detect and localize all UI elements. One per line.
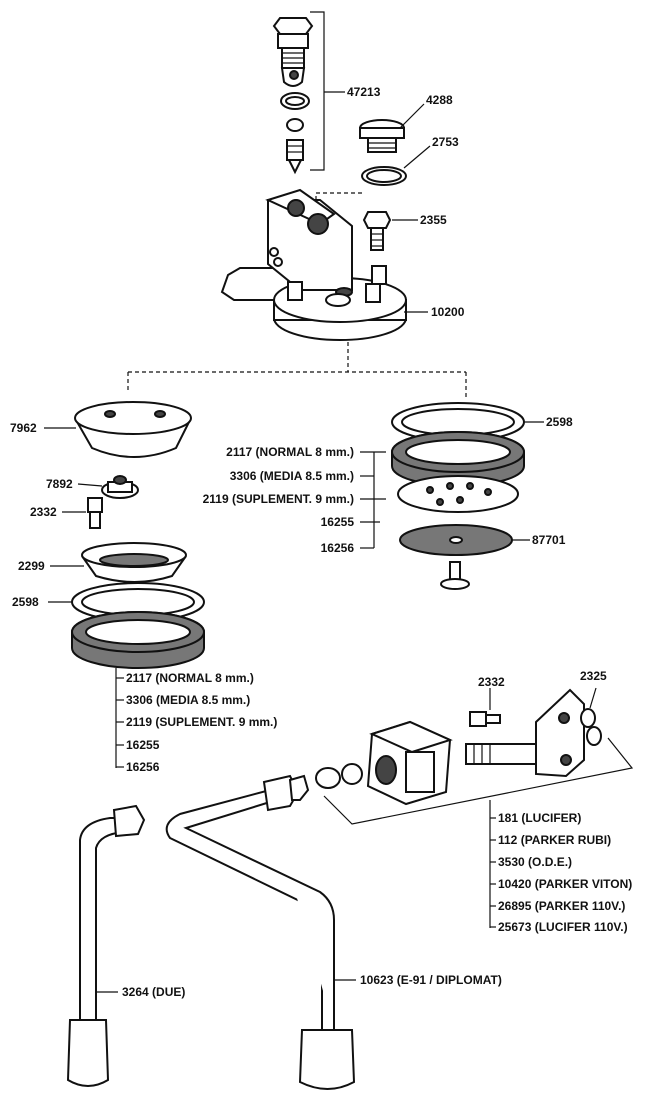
label-3306-left: 3306 (MEDIA 8.5 mm.) xyxy=(126,693,250,707)
label-7962: 7962 xyxy=(10,421,37,435)
valve-assembly-47213 xyxy=(272,11,345,175)
label-16255-right: 16255 xyxy=(321,515,355,529)
dashed-split-connector xyxy=(127,342,467,398)
label-2117-right: 2117 (NORMAL 8 mm.) xyxy=(226,445,354,459)
label-3306-right: 3306 (MEDIA 8.5 mm.) xyxy=(230,469,354,483)
solenoid-assembly xyxy=(315,687,634,825)
label-3264: 3264 (DUE) xyxy=(122,985,185,999)
oring-2753 xyxy=(361,145,431,186)
label-2355: 2355 xyxy=(420,213,447,227)
label-47213: 47213 xyxy=(347,85,381,99)
label-10420: 10420 (PARKER VITON) xyxy=(498,877,632,891)
label-3530: 3530 (O.D.E.) xyxy=(498,855,572,869)
label-2119-left: 2119 (SUPLEMENT. 9 mm.) xyxy=(126,715,277,729)
gasket-stack-right xyxy=(391,431,525,513)
screw-2332-left xyxy=(62,497,103,529)
label-2299: 2299 xyxy=(18,559,45,573)
label-2117-left: 2117 (NORMAL 8 mm.) xyxy=(126,671,254,685)
shower-screen-87701 xyxy=(399,524,530,590)
group-head-10200 xyxy=(220,188,428,341)
label-10623: 10623 (E-91 / DIPLOMAT) xyxy=(360,973,502,987)
label-10200: 10200 xyxy=(431,305,465,319)
gasket-2598-right xyxy=(391,402,544,442)
label-16255-left: 16255 xyxy=(126,738,160,752)
label-2325: 2325 xyxy=(580,669,607,683)
pipe-10623 xyxy=(165,774,356,1090)
label-2598-right: 2598 xyxy=(546,415,573,429)
label-2332-left: 2332 xyxy=(30,505,57,519)
label-26895: 26895 (PARKER 110V.) xyxy=(498,899,625,913)
gasket-stack-left xyxy=(71,611,205,768)
label-7892: 7892 xyxy=(46,477,73,491)
bracket-right-stack xyxy=(360,451,386,549)
label-87701: 87701 xyxy=(532,533,566,547)
pipe-3264 xyxy=(66,804,146,1087)
screw-2355 xyxy=(362,211,418,251)
plug-4288 xyxy=(359,103,425,153)
bracket-solenoid xyxy=(489,800,496,928)
valve-7892 xyxy=(77,475,139,499)
label-2753: 2753 xyxy=(432,135,459,149)
label-25673: 25673 (LUCIFER 110V.) xyxy=(498,920,628,934)
label-16256-right: 16256 xyxy=(321,541,355,555)
label-112: 112 (PARKER RUBI) xyxy=(498,833,611,847)
label-181: 181 (LUCIFER) xyxy=(498,811,581,825)
label-2332-right: 2332 xyxy=(478,675,505,689)
label-4288: 4288 xyxy=(426,93,453,107)
label-2119-right: 2119 (SUPLEMENT. 9 mm.) xyxy=(203,492,354,506)
filter-basket-2299 xyxy=(50,542,187,583)
label-2598-left: 2598 xyxy=(12,595,39,609)
dispersion-block-7962 xyxy=(44,401,192,458)
label-16256-left: 16256 xyxy=(126,760,160,774)
